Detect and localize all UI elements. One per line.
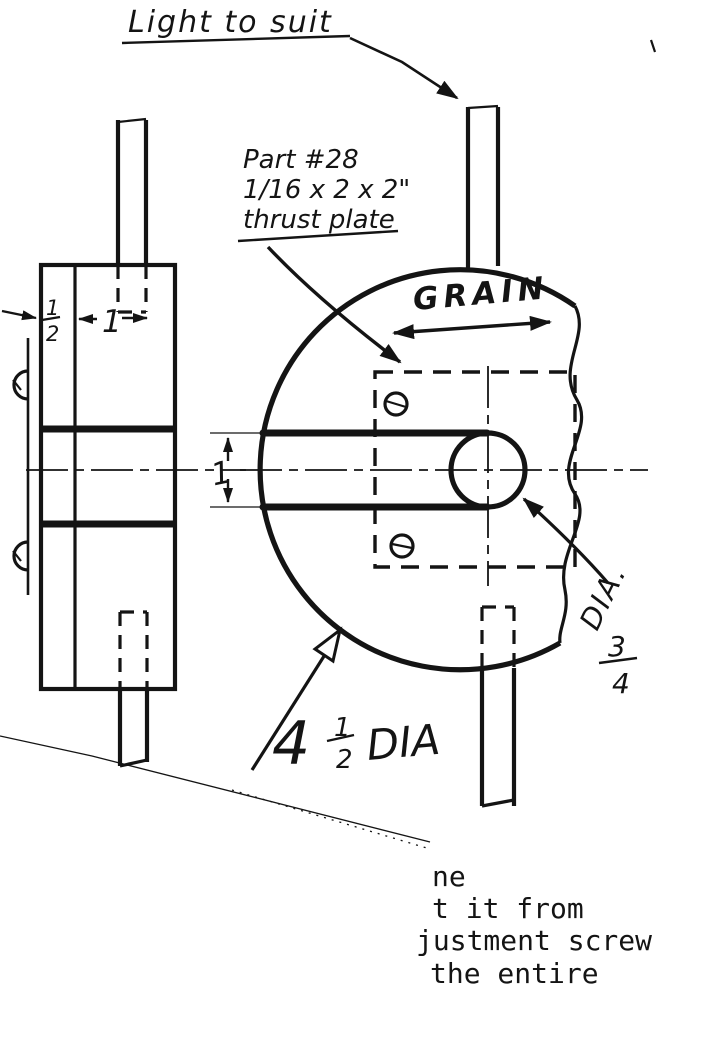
disc-outline-arc xyxy=(257,267,577,673)
half-dim-fraction-bar xyxy=(41,315,61,322)
half-dim-numerator: 1 xyxy=(46,296,59,320)
side-shaft-hidden-top xyxy=(116,265,148,314)
hole-dia-denominator: 4 xyxy=(612,667,630,700)
annotation-main-diameter: 4 1 2 DIA xyxy=(250,626,442,779)
annotation-light-to-suit: Light to suit xyxy=(121,5,459,100)
plate-screw-upper xyxy=(383,391,409,417)
plate-screw-lower xyxy=(389,533,415,559)
fragment-line-3: justment screw xyxy=(416,924,652,957)
side-shaft-bottom-cap xyxy=(119,758,148,768)
front-shaft-hidden-bottom xyxy=(480,605,516,668)
hole-dia-fraction-bar xyxy=(598,656,638,665)
break-line xyxy=(558,305,584,644)
page-marks xyxy=(0,39,657,850)
hole-dia-suffix: DIA. xyxy=(573,559,634,635)
grain-direction-arrow xyxy=(392,315,552,340)
side-shaft-hidden-bottom xyxy=(118,610,149,688)
main-dia-fraction-bar xyxy=(326,733,355,743)
part-note-leader-arrow xyxy=(266,245,402,364)
width-dim-label: 1 xyxy=(102,304,122,340)
part-note-line3: thrust plate xyxy=(243,205,395,235)
part-note-line1: Part #28 xyxy=(243,145,359,175)
main-dia-leader-line xyxy=(250,652,328,771)
part-note-line2: 1/16 x 2 x 2" xyxy=(243,175,410,205)
light-to-suit-leader-arrow xyxy=(349,36,459,100)
annotation-part-28: Part #28 1/16 x 2 x 2" thrust plate xyxy=(237,145,410,364)
front-shaft-top-cap xyxy=(467,104,499,110)
screw-slot-upper-icon xyxy=(12,379,22,391)
screw-slot-lower-icon xyxy=(12,550,22,562)
stray-diagonal-line xyxy=(0,735,431,843)
front-shaft-bottom-cap xyxy=(481,798,515,808)
main-dia-whole: 4 xyxy=(272,709,310,779)
stray-tick-mark xyxy=(649,39,657,53)
screw-head-profile-upper xyxy=(12,369,29,401)
hole-dia-suffix-group: DIA. xyxy=(573,559,634,635)
light-to-suit-underline xyxy=(121,34,351,45)
slot-dim-label: 1 xyxy=(208,454,235,493)
fragment-line-1: ne xyxy=(432,860,466,893)
screw-head-profile-lower xyxy=(12,540,29,572)
instruction-text-fragment: ne t it from justment screw the entire xyxy=(416,860,652,990)
side-view: 1 2 1 xyxy=(1,117,246,768)
main-dia-suffix: DIA xyxy=(365,715,442,770)
plate-screw-upper-slot-icon xyxy=(385,399,407,409)
plate-screw-lower-slot-icon xyxy=(391,542,413,550)
half-dim-denominator: 2 xyxy=(46,322,59,346)
main-dia-denominator: 2 xyxy=(336,745,353,775)
annotation-hole-diameter: DIA. 3 4 xyxy=(522,497,638,700)
side-view-body-outline xyxy=(38,262,178,692)
fragment-line-4: the entire xyxy=(430,957,599,990)
thrust-plate-hidden-outline xyxy=(373,370,577,569)
hole-dia-numerator: 3 xyxy=(608,630,626,663)
grain-label: GRAIN xyxy=(412,270,550,318)
hole-dia-leader-arrow xyxy=(522,497,610,585)
light-to-suit-label: Light to suit xyxy=(128,5,333,40)
side-shaft-top-cap xyxy=(117,117,147,124)
part-note-underline xyxy=(237,229,399,243)
half-dim-arrow xyxy=(1,309,37,321)
main-dia-open-arrowhead-icon xyxy=(312,626,343,664)
fragment-line-2: t it from xyxy=(432,892,584,925)
